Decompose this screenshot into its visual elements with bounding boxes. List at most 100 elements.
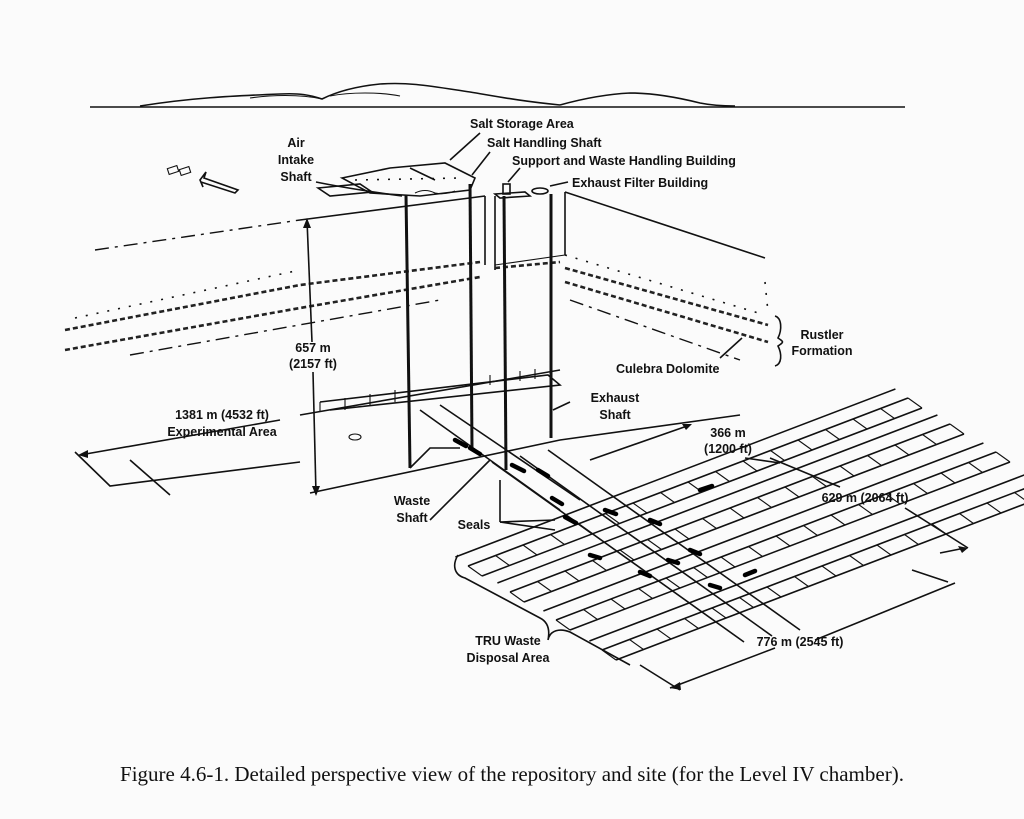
panel-room bbox=[674, 528, 690, 540]
tru-waste-panels bbox=[455, 388, 1024, 661]
panel-room bbox=[739, 597, 754, 608]
panel-room bbox=[742, 460, 758, 472]
seal-mark bbox=[637, 569, 653, 579]
air-intake-shaft bbox=[404, 194, 412, 469]
panel-room bbox=[467, 565, 483, 577]
panel-room bbox=[858, 504, 873, 515]
panel-room bbox=[830, 514, 846, 526]
panel-room bbox=[660, 492, 675, 503]
figure-caption: Figure 4.6-1. Detailed perspective view … bbox=[120, 762, 904, 786]
label-waste-shaft-line1: Waste bbox=[394, 494, 430, 508]
label-366m: 366 m bbox=[710, 426, 745, 440]
main-drift bbox=[497, 414, 938, 584]
label-rustler-line1: Rustler bbox=[800, 328, 843, 342]
panel-room bbox=[629, 639, 644, 650]
label-experimental-area: Experimental Area bbox=[167, 425, 277, 439]
label-support-waste-building: Support and Waste Handling Building bbox=[512, 154, 736, 168]
depth-dimension bbox=[303, 218, 320, 496]
panel-room bbox=[770, 450, 785, 461]
label-rustler-line2: Formation bbox=[791, 344, 852, 358]
access-drift bbox=[547, 449, 801, 631]
seal-mark bbox=[535, 467, 551, 479]
panel-room bbox=[968, 462, 983, 473]
seal-mark bbox=[467, 445, 483, 457]
panel-room bbox=[555, 619, 571, 631]
panel-room bbox=[619, 549, 635, 561]
seal-mark bbox=[602, 507, 619, 517]
seal-mark bbox=[687, 547, 703, 557]
panel-room bbox=[757, 497, 772, 508]
panel-room bbox=[592, 560, 607, 571]
surface-facilities bbox=[315, 162, 549, 199]
main-drift bbox=[455, 388, 896, 558]
horizon-mountains bbox=[90, 82, 905, 108]
label-experimental-length: 1381 m (4532 ft) bbox=[175, 408, 269, 422]
panel-room bbox=[867, 455, 882, 466]
panel-room bbox=[610, 598, 626, 610]
seal-mark bbox=[562, 514, 579, 526]
label-exhaust-shaft-line2: Shaft bbox=[599, 408, 631, 422]
panel-room bbox=[995, 451, 1011, 463]
label-tru-line1: TRU Waste bbox=[475, 634, 541, 648]
panel-room bbox=[775, 535, 791, 547]
seal-mark bbox=[742, 568, 758, 578]
underground-level bbox=[74, 369, 741, 511]
panel-room bbox=[583, 609, 598, 620]
panel-room bbox=[907, 397, 923, 409]
label-air-intake-line3: Shaft bbox=[280, 170, 312, 184]
panel-drift bbox=[601, 488, 1024, 651]
leader-lines bbox=[315, 132, 743, 531]
panel-room bbox=[849, 555, 864, 566]
label-depth-ft: (2157 ft) bbox=[289, 357, 337, 371]
main-drift bbox=[589, 474, 1024, 642]
label-depth-m: 657 m bbox=[295, 341, 330, 355]
seal-mark bbox=[665, 557, 681, 566]
access-drift bbox=[519, 455, 773, 637]
access-drift bbox=[491, 461, 745, 643]
panel-room bbox=[720, 556, 736, 568]
panel-room bbox=[748, 546, 763, 557]
panel-room bbox=[605, 513, 620, 524]
panel-room bbox=[904, 534, 919, 545]
panel-room bbox=[803, 525, 818, 536]
seal-mark bbox=[509, 462, 527, 474]
labels: Salt Storage Area Salt Handling Shaft Su… bbox=[167, 117, 908, 665]
panel-room bbox=[522, 544, 538, 556]
panel-room bbox=[1014, 492, 1024, 500]
panel-room bbox=[647, 539, 662, 550]
label-culebra-dolomite: Culebra Dolomite bbox=[616, 362, 720, 376]
panel-room bbox=[550, 534, 565, 545]
main-drift bbox=[543, 442, 984, 612]
panel-room bbox=[684, 618, 699, 629]
label-seals: Seals bbox=[458, 518, 491, 532]
panel-room bbox=[913, 483, 928, 494]
panel-room bbox=[885, 493, 901, 505]
seal-mark bbox=[587, 552, 603, 561]
label-629m: 629 m (2064 ft) bbox=[822, 491, 909, 505]
panel-room bbox=[537, 581, 552, 592]
panel-room bbox=[729, 507, 745, 519]
label-1200ft: (1200 ft) bbox=[704, 442, 752, 456]
waste-shaft bbox=[502, 195, 508, 471]
seal-mark bbox=[707, 582, 723, 591]
label-tru-line2: Disposal Area bbox=[467, 651, 551, 665]
label-salt-storage-area: Salt Storage Area bbox=[470, 117, 575, 131]
panel-room bbox=[794, 576, 809, 587]
panel-room bbox=[564, 570, 580, 582]
panel-room bbox=[839, 465, 855, 477]
panel-room bbox=[509, 591, 525, 603]
panel-room bbox=[852, 418, 868, 430]
label-exhaust-shaft-line1: Exhaust bbox=[591, 391, 640, 405]
panel-room bbox=[495, 555, 510, 566]
panel-room bbox=[665, 577, 681, 589]
panel-room bbox=[959, 513, 974, 524]
panel-room bbox=[876, 544, 892, 556]
north-arrow-icon bbox=[166, 164, 240, 194]
panel-room bbox=[784, 486, 800, 498]
panel-room bbox=[825, 429, 840, 440]
panel-room bbox=[638, 588, 653, 599]
seal-mark bbox=[452, 437, 469, 449]
panel-room bbox=[632, 502, 648, 514]
panel-room bbox=[693, 567, 708, 578]
panel-room bbox=[812, 476, 827, 487]
